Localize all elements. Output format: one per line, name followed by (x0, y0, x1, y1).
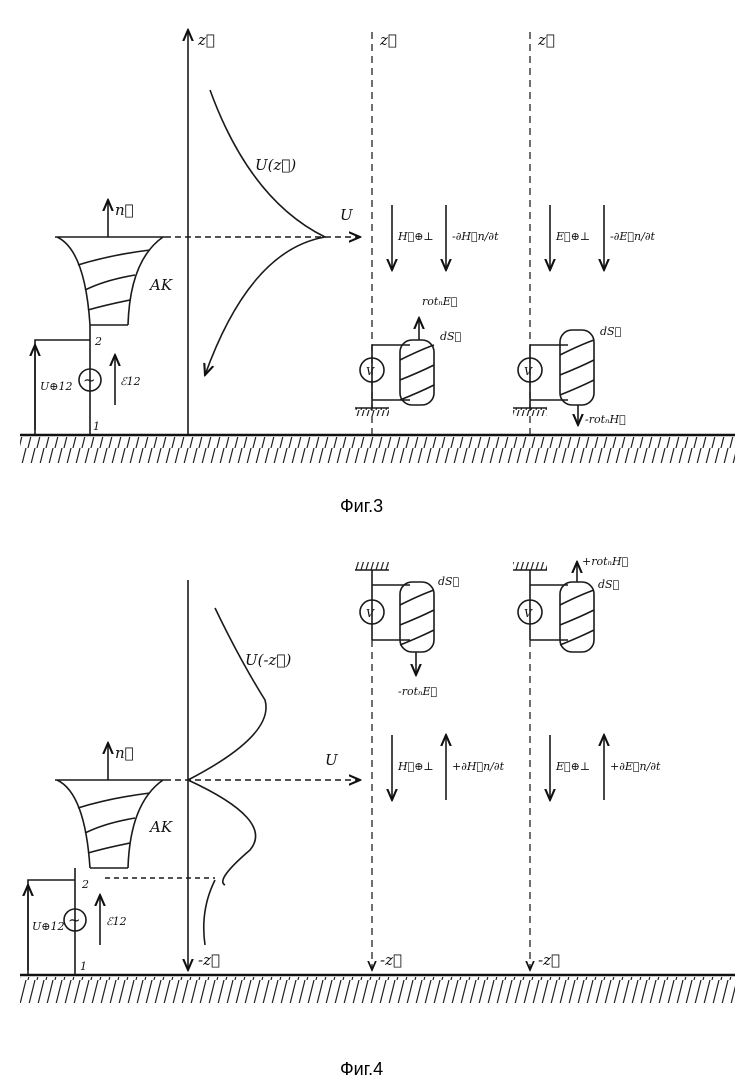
voltage-curve (205, 89, 328, 375)
rot-h-label: +rotₙH⃗ (582, 555, 628, 568)
z-axis-label: -z⃗ (380, 951, 402, 969)
h-perp-label: H⃗⊕⊥ (397, 760, 434, 773)
normal-label: n⃗ (115, 744, 134, 762)
z-axis-label: z⃗ (197, 31, 215, 49)
ac-source-icon (63, 908, 87, 932)
voltmeter-label: V (524, 365, 533, 378)
normal-label: n⃗ (115, 201, 134, 219)
node-1-label: 1 (93, 420, 100, 433)
curve-label: U(z⃗) (255, 156, 296, 174)
h-perp-label: H⃗⊕⊥ (397, 230, 434, 243)
e-perp-label: E⃗⊕⊥ (555, 760, 590, 773)
voltmeter-label: V (524, 607, 533, 620)
ds-label: dS⃗ (440, 330, 461, 343)
svg-text:~: ~ (83, 371, 96, 389)
z-axis-label: z⃗ (537, 31, 555, 49)
z-axis-label: z⃗ (379, 31, 397, 49)
ac-source-icon (78, 368, 102, 392)
node-2-label: 2 (81, 878, 89, 891)
voltmeter-icon (359, 599, 385, 625)
voltmeter-icon (517, 599, 543, 625)
figure-4: -z⃗ -z⃗ -z⃗ U U(-z⃗) n⃗ AK ~ U⊕12 ℰ12 2 … (20, 555, 735, 1079)
z-axis-label: -z⃗ (538, 951, 560, 969)
voltmeter-icon (359, 357, 385, 383)
measurement-coil-1: V rotₙE⃗ dS⃗ (355, 295, 461, 416)
node-2-label: 2 (94, 335, 102, 348)
ds-label: dS⃗ (600, 325, 621, 338)
rot-e-label: -rotₙE⃗ (398, 685, 437, 698)
emf-label: ℰ12 (120, 375, 141, 388)
voltmeter-label: V (366, 607, 375, 620)
ds-label: dS⃗ (598, 578, 619, 591)
ground-hatch (20, 437, 735, 463)
curve-label: U(-z⃗) (245, 651, 291, 669)
voltmeter-icon (517, 357, 543, 383)
node-1-label: 1 (80, 960, 87, 973)
ground-hatch (20, 977, 735, 1003)
voltage-curve (186, 607, 267, 946)
rot-h-label: -rotₙH⃗ (585, 413, 626, 426)
e-perp-label: E⃗⊕⊥ (555, 230, 590, 243)
u-axis-label: U (340, 206, 354, 224)
antenna-horn: n⃗ AK (55, 743, 173, 869)
svg-text:~: ~ (68, 911, 81, 929)
ds-label: dS⃗ (438, 575, 459, 588)
antenna-label: AK (148, 276, 173, 294)
source-voltage-label: U⊕12 (32, 920, 64, 933)
source-voltage-label: U⊕12 (40, 380, 72, 393)
figure-3: z⃗ z⃗ z⃗ U U(z⃗) n⃗ AK ~ U⊕12 ℰ12 2 1 H⃗… (20, 30, 735, 516)
voltmeter-label: V (366, 365, 375, 378)
measurement-coil-2: V +rotₙH⃗ dS⃗ (513, 555, 628, 653)
antenna-horn: n⃗ AK (55, 200, 173, 326)
rot-e-label: rotₙE⃗ (422, 295, 457, 308)
figure-caption: Фиг.4 (340, 1059, 383, 1079)
measurement-coil-2: V -rotₙH⃗ dS⃗ (513, 325, 626, 426)
de-dt-label: +∂E⃗n/∂t (610, 760, 661, 773)
z-axis-label: -z⃗ (198, 951, 220, 969)
dh-dt-label: +∂H⃗n/∂t (452, 760, 505, 773)
u-axis-label: U (325, 751, 339, 769)
dh-dt-label: -∂H⃗n/∂t (452, 230, 499, 243)
emf-label: ℰ12 (106, 915, 127, 928)
measurement-coil-1: V -rotₙE⃗ dS⃗ (355, 562, 459, 698)
figure-caption: Фиг.3 (340, 496, 383, 516)
de-dt-label: -∂E⃗n/∂t (610, 230, 656, 243)
antenna-label: AK (148, 818, 173, 836)
